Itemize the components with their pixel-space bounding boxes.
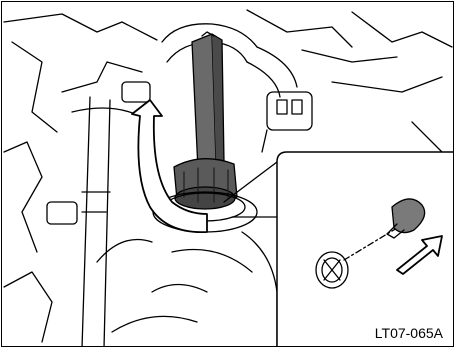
detail-callout xyxy=(277,152,454,347)
figure-caption: LT07-065A xyxy=(373,325,445,341)
illustration-canvas xyxy=(2,2,454,347)
illustration-frame: LT07-065A xyxy=(1,1,454,347)
